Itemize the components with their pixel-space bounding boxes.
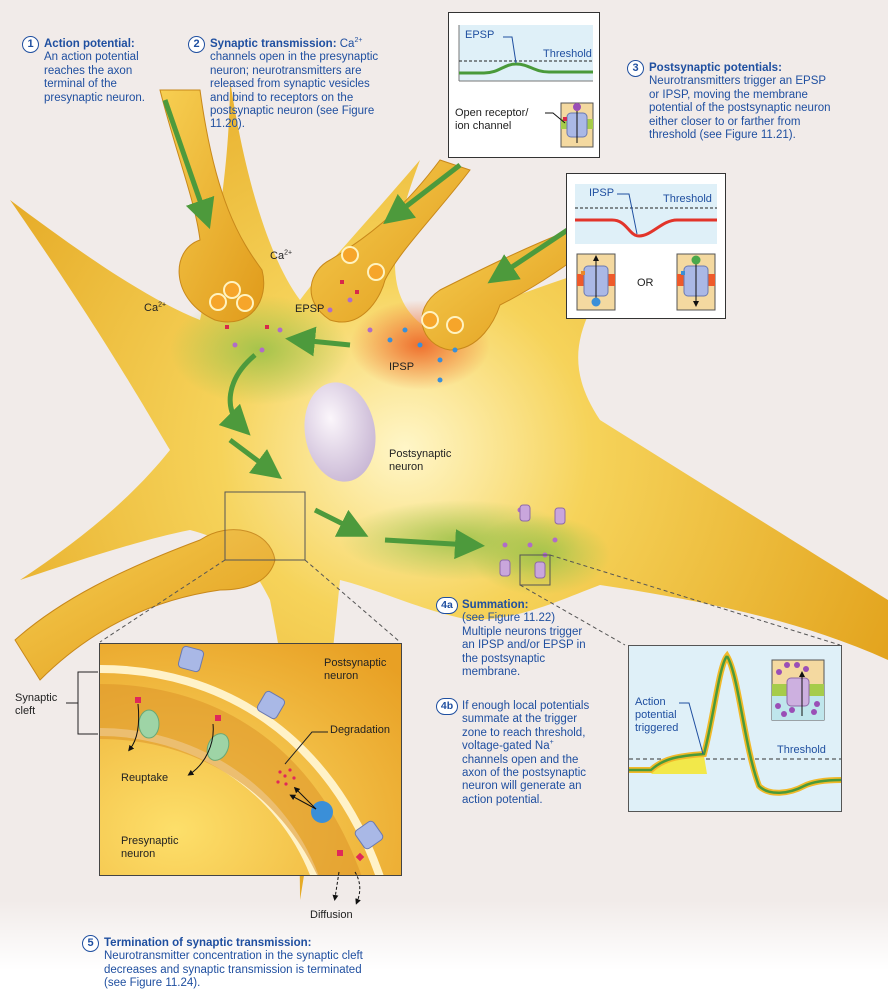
step-heading: Synaptic transmission: (210, 38, 337, 50)
epsp-label: EPSP (295, 303, 325, 315)
synaptic-vesicles (209, 246, 464, 334)
bottom-fade (0, 900, 888, 1000)
step-description: An action potential reaches the axon ter… (44, 51, 146, 104)
threshold-label: Threshold (777, 744, 826, 756)
ipsp-curve-label: IPSP (589, 187, 615, 199)
ipsp-graph (575, 184, 717, 311)
trigger-zone-channels (499, 504, 566, 579)
epsp-curve-label: EPSP (465, 29, 495, 41)
threshold-label: Threshold (543, 48, 592, 60)
degradation-label: Degradation (330, 724, 390, 736)
postsynaptic-neuron-label: Postsynaptic neuron (389, 448, 452, 473)
step-heading: Termination of synaptic transmission: (104, 937, 312, 949)
step-3-postsynaptic-potentials: 3 Postsynaptic potentials: Neurotransmit… (627, 60, 857, 142)
step-description: channels open in the presynaptic neuron;… (210, 51, 379, 131)
synaptic-cleft-label: Synaptic cleft (15, 692, 58, 717)
cleft-illustration (100, 644, 401, 875)
action-potential-graph (629, 650, 841, 796)
step-5-termination: 5 Termination of synaptic transmission: … (82, 935, 412, 991)
ap-triggered-label: Action potential triggered (635, 696, 679, 734)
epsp-panel: EPSP Threshold Open receptor/ ion channe… (448, 12, 600, 158)
step-heading: Summation: (462, 599, 529, 611)
step-1-action-potential: 1 Action potential: An action potential … (22, 36, 182, 105)
step-description: (see Figure 11.22) Multiple neurons trig… (462, 612, 586, 679)
signal-arrows (162, 99, 577, 560)
step-4a-summation: 4a Summation: (see Figure 11.22) Multipl… (436, 597, 636, 679)
step-number: 5 (82, 935, 99, 952)
ca-label-upper: Ca2+ (270, 249, 293, 262)
cleft-bracket (66, 671, 98, 735)
step-heading: Action potential: (44, 38, 135, 50)
synaptic-cleft-inset: Postsynaptic neuron Degradation Reuptake… (99, 643, 402, 876)
step-2-synaptic-transmission: 2 Synaptic transmission: Ca2+ channels o… (188, 36, 398, 132)
epsp-graph (458, 25, 594, 148)
step-number: 1 (22, 36, 39, 53)
ca-label-lower: Ca2+ (144, 301, 167, 314)
nucleus (304, 382, 376, 482)
step-description: Neurotransmitter concentration in the sy… (104, 950, 363, 990)
step-number: 2 (188, 36, 205, 53)
threshold-label: Threshold (663, 193, 712, 205)
ca-charge: 2+ (354, 37, 363, 45)
inset-presynaptic-label: Presynaptic neuron (121, 835, 179, 860)
diffusion-label: Diffusion (310, 909, 353, 921)
step-number: 3 (627, 60, 644, 77)
diffusion-arrows (332, 871, 361, 905)
ipsp-label: IPSP (389, 361, 415, 373)
zoom-indicators (99, 491, 841, 646)
ca-text: Ca (336, 38, 355, 50)
step-description: If enough local potentials summate at th… (462, 700, 590, 806)
inset-postsynaptic-label: Postsynaptic neuron (324, 657, 387, 682)
step-description: Neurotransmitters trigger an EPSP or IPS… (649, 75, 831, 142)
or-label: OR (637, 277, 654, 289)
step-number: 4a (436, 597, 458, 614)
ipsp-panel: IPSP Threshold OR (566, 173, 726, 319)
presynaptic-terminals (14, 89, 581, 681)
step-number: 4b (436, 698, 458, 715)
step-4b-action-potential-generation: 4b If enough local potentials summate at… (436, 698, 626, 807)
step-heading: Postsynaptic potentials: (649, 62, 782, 74)
action-potential-panel: Action potential triggered Threshold (628, 645, 842, 812)
reuptake-label: Reuptake (121, 772, 169, 784)
open-receptor-label: Open receptor/ ion channel (455, 107, 529, 132)
